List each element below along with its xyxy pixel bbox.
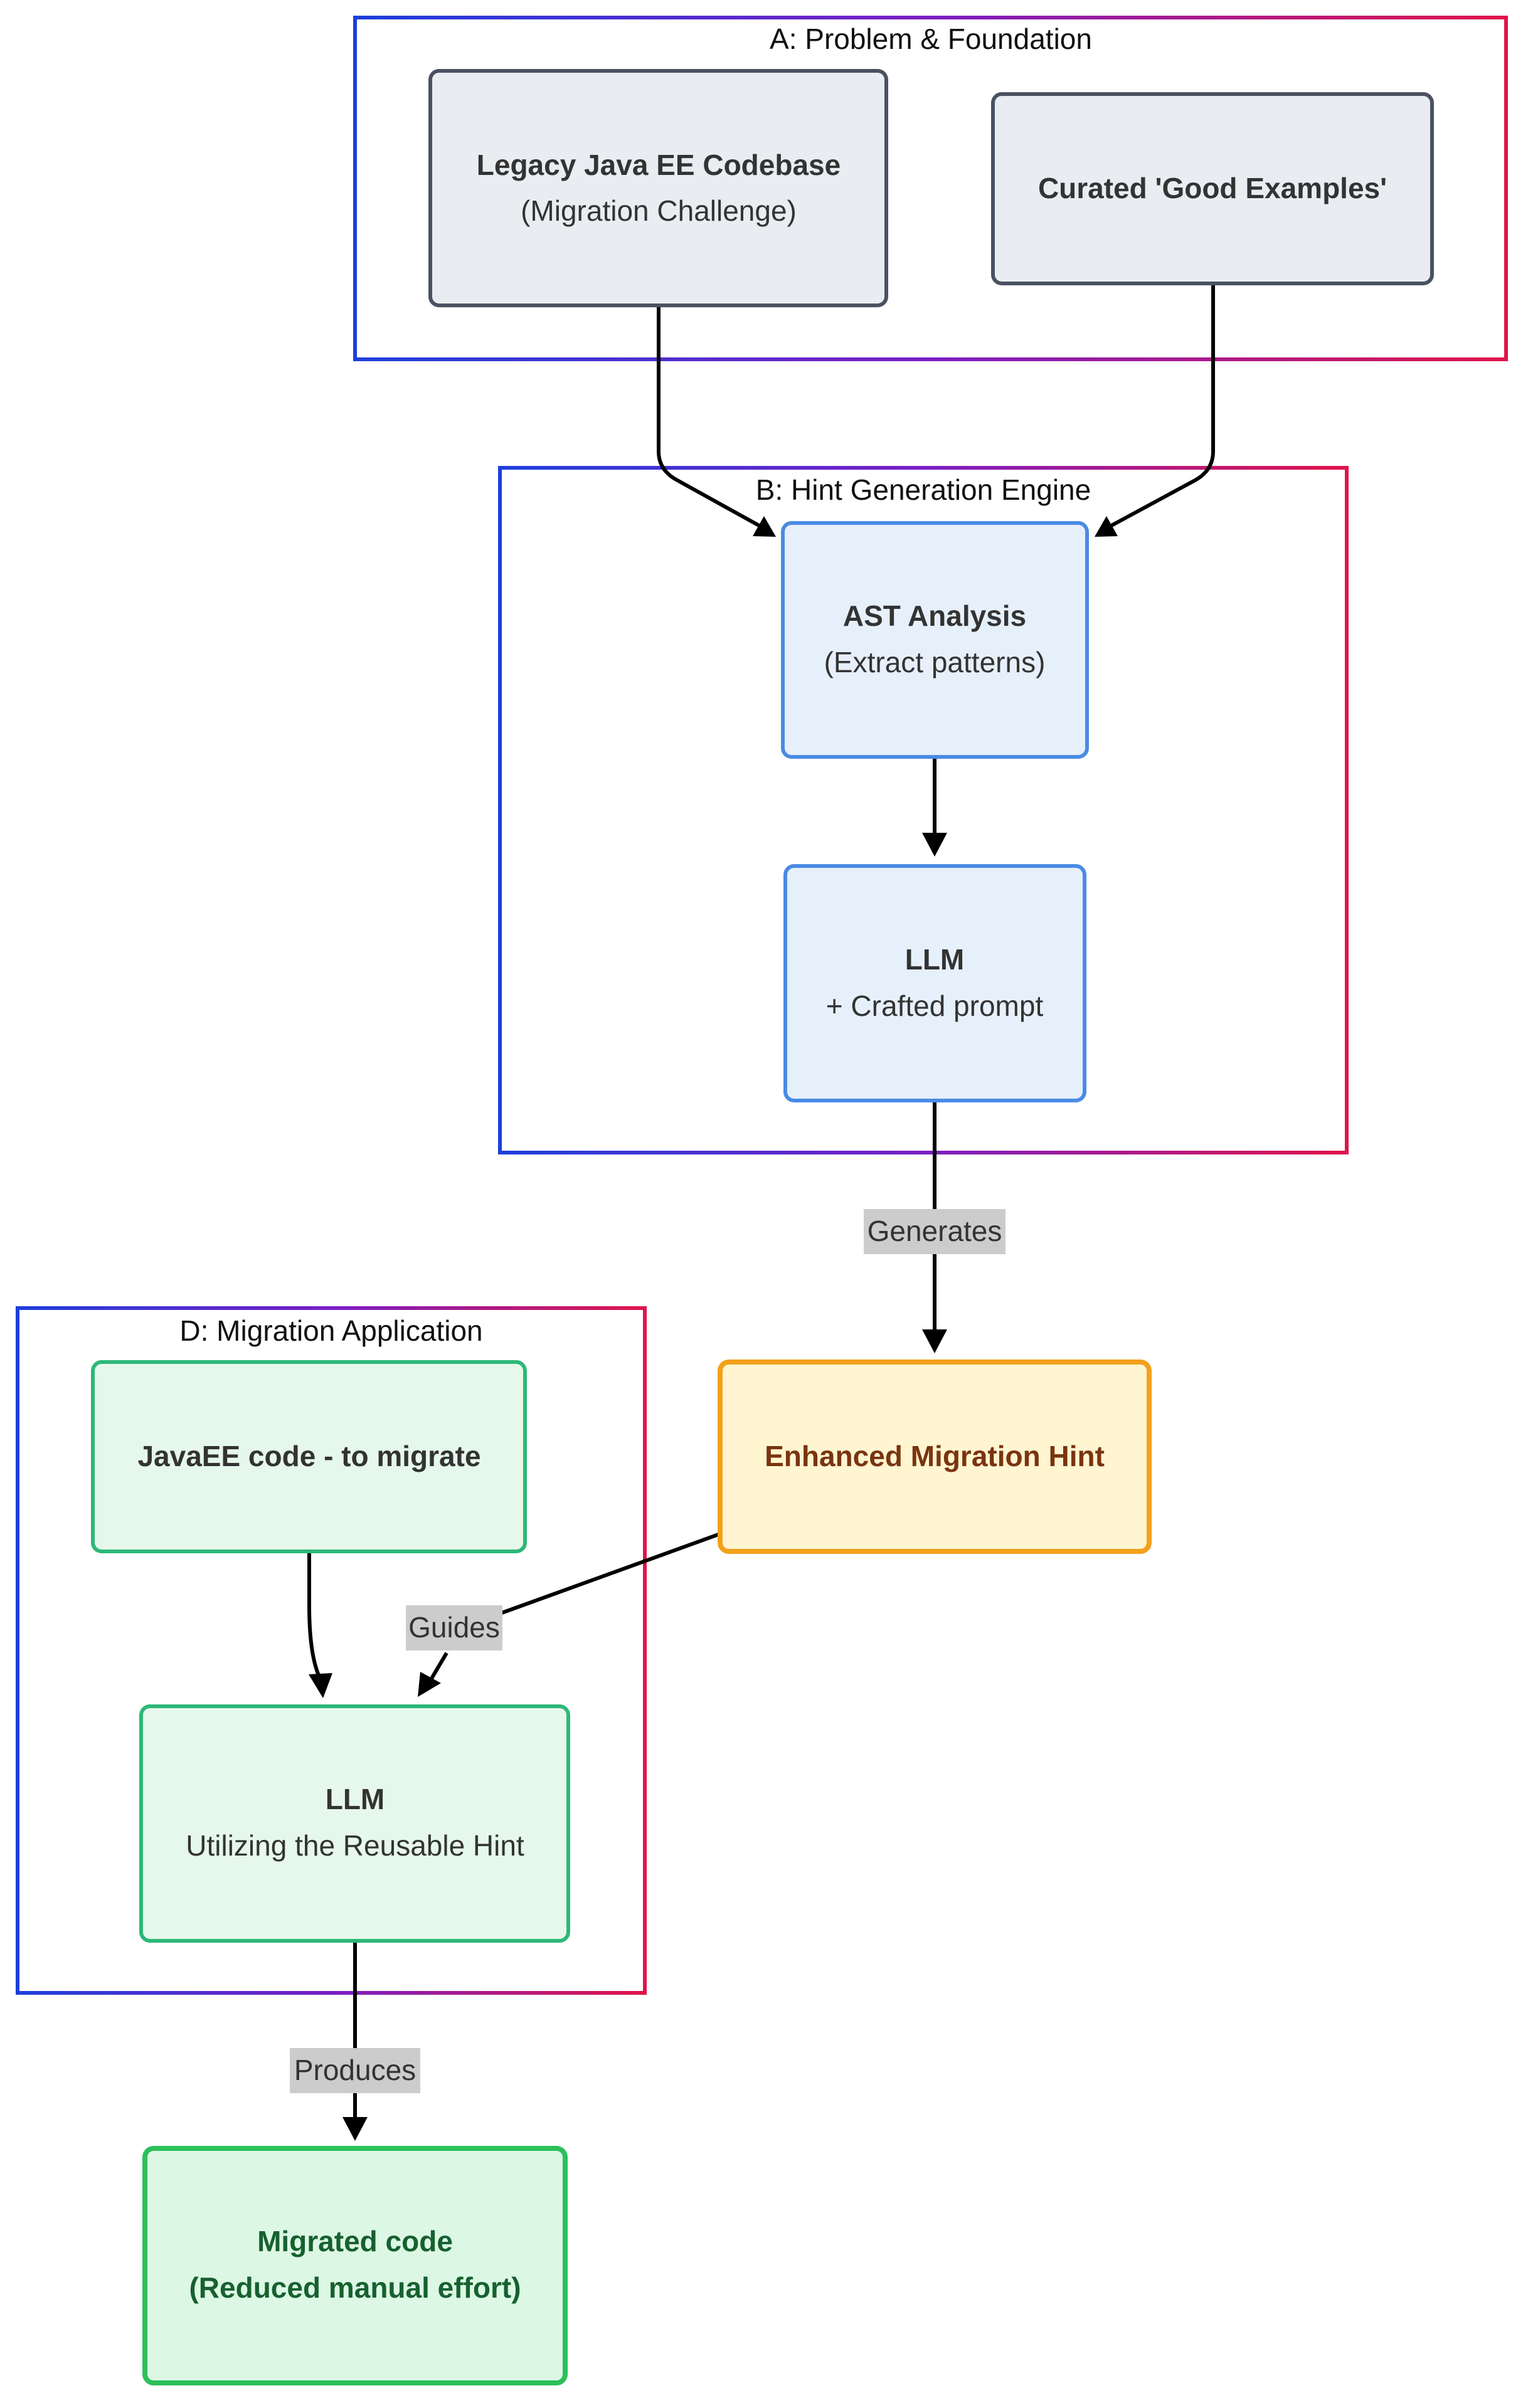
arrowhead-llm-to-output — [342, 2117, 368, 2141]
llm-generation-subtitle: + Crafted prompt — [826, 990, 1044, 1022]
arrowhead-examples-to-ast — [1095, 516, 1118, 537]
arrowhead-legacy-to-ast — [753, 516, 776, 537]
ast-analysis-title: AST Analysis — [843, 599, 1026, 632]
migrated-code-line2: (Reduced manual effort) — [189, 2271, 521, 2304]
node-ast-analysis[interactable]: AST Analysis (Extract patterns) — [781, 521, 1089, 759]
legacy-codebase-subtitle: (Migration Challenge) — [521, 194, 797, 227]
group-title-a: A: Problem & Foundation — [770, 23, 1092, 55]
node-migrated-code[interactable]: Migrated code (Reduced manual effort) — [142, 2146, 568, 2385]
node-llm-apply[interactable]: LLM Utilizing the Reusable Hint — [139, 1704, 570, 1943]
node-legacy-codebase[interactable]: Legacy Java EE Codebase (Migration Chall… — [428, 69, 888, 307]
node-enhanced-migration-hint[interactable]: Enhanced Migration Hint — [718, 1360, 1152, 1554]
edge-label-generates-bg — [864, 1209, 1005, 1254]
group-title-d: D: Migration Application — [179, 1314, 482, 1347]
arrowhead-llm-to-hint — [922, 1329, 947, 1353]
edge-hint-to-llm — [428, 1532, 721, 1682]
edges: Generates Guides Produces — [290, 283, 1215, 2141]
edge-examples-to-ast — [1110, 283, 1215, 527]
group-hint-generation-engine: B: Hint Generation Engine — [498, 466, 1349, 1154]
group-title-b: B: Hint Generation Engine — [756, 473, 1091, 506]
edge-javaee-to-llm — [307, 1553, 322, 1679]
llm-generation-title: LLM — [905, 943, 965, 976]
arrowhead-hint-to-llm — [418, 1672, 441, 1697]
llm-apply-title: LLM — [326, 1783, 385, 1815]
enhanced-migration-hint-title: Enhanced Migration Hint — [765, 1440, 1105, 1472]
legacy-codebase-title: Legacy Java EE Codebase — [477, 149, 841, 181]
node-javaee-code[interactable]: JavaEE code - to migrate — [91, 1360, 527, 1553]
javaee-code-title: JavaEE code - to migrate — [137, 1440, 480, 1472]
migrated-code-line1: Migrated code — [257, 2225, 453, 2258]
node-curated-examples[interactable]: Curated 'Good Examples' — [991, 92, 1434, 285]
edge-label-guides-bg — [406, 1605, 502, 1650]
edge-label-generates: Generates — [867, 1215, 1002, 1247]
llm-apply-subtitle: Utilizing the Reusable Hint — [186, 1829, 524, 1862]
group-problem-foundation: A: Problem & Foundation — [353, 16, 1508, 361]
group-migration-application: D: Migration Application — [16, 1306, 647, 1995]
edge-legacy-to-ast — [657, 305, 760, 527]
edge-label-produces-bg — [290, 2048, 420, 2093]
edge-label-guides: Guides — [408, 1611, 500, 1644]
node-llm-generation[interactable]: LLM + Crafted prompt — [783, 864, 1086, 1102]
arrowhead-javaee-to-llm — [309, 1673, 332, 1698]
arrowhead-ast-to-llm — [922, 833, 947, 857]
ast-analysis-subtitle: (Extract patterns) — [824, 646, 1046, 679]
edge-label-produces: Produces — [294, 2054, 416, 2086]
curated-examples-title: Curated 'Good Examples' — [1038, 172, 1387, 204]
